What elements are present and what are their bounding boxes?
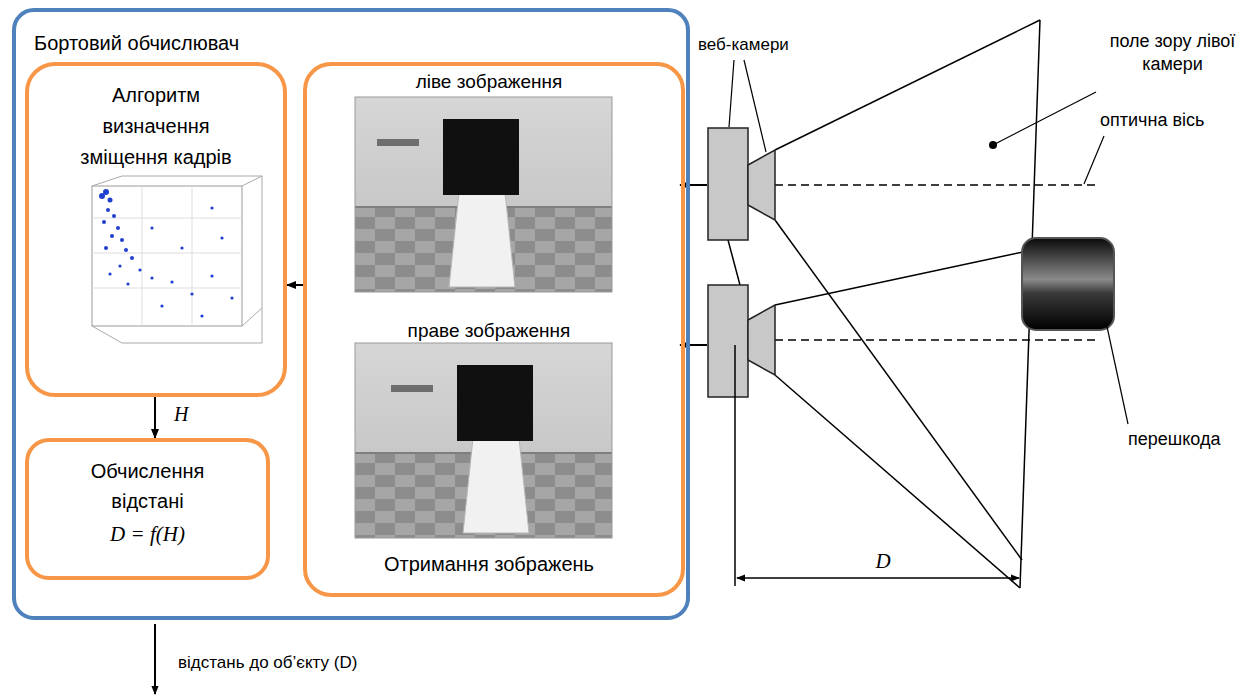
optical-axis bbox=[775, 184, 1100, 186]
svg-part bbox=[230, 296, 233, 299]
leader-line bbox=[1084, 136, 1104, 184]
svg-part bbox=[150, 276, 153, 279]
svg-part bbox=[160, 304, 163, 307]
callout-label: веб-камери bbox=[698, 34, 828, 55]
photo-panel bbox=[377, 139, 419, 146]
view-ray bbox=[775, 250, 1032, 305]
svg-part bbox=[118, 264, 121, 267]
view-ray bbox=[775, 220, 1022, 560]
leader-line bbox=[729, 60, 734, 127]
plot-grid bbox=[92, 186, 242, 326]
photo-panel bbox=[391, 385, 433, 392]
leader-line bbox=[1106, 322, 1128, 424]
photo-cube bbox=[457, 365, 533, 441]
svg-part bbox=[110, 234, 114, 238]
camera-lens bbox=[748, 150, 775, 220]
box-text: Отримання зображень bbox=[303, 551, 675, 577]
svg-part bbox=[170, 280, 173, 283]
box-text: D = f(H) bbox=[55, 520, 240, 548]
photo-cube bbox=[443, 119, 519, 195]
process-box: Обчислення відстані D = f(H) bbox=[25, 438, 270, 580]
output-label: відстань до об’єкту (D) bbox=[178, 652, 478, 673]
callout-label: перешкода bbox=[1128, 428, 1248, 451]
svg-part bbox=[112, 214, 116, 218]
plot-grid bbox=[92, 176, 262, 343]
image-box: ліве зображення праве зображенняОтримання… bbox=[303, 62, 685, 597]
svg-part bbox=[124, 248, 128, 252]
photo-stand bbox=[449, 192, 515, 287]
flow-arrow bbox=[154, 397, 156, 438]
camera-body bbox=[708, 128, 748, 240]
dimension-tick bbox=[734, 345, 736, 586]
leader-line bbox=[993, 92, 1096, 145]
right-photo bbox=[355, 343, 612, 538]
camera-lens bbox=[748, 305, 775, 375]
camera-mount bbox=[728, 240, 740, 285]
svg-part bbox=[104, 246, 108, 250]
svg-part bbox=[150, 226, 153, 229]
left-photo bbox=[355, 97, 612, 292]
svg-part bbox=[108, 198, 113, 203]
svg-part bbox=[103, 189, 109, 195]
svg-part bbox=[108, 272, 111, 275]
svg-part bbox=[220, 236, 223, 239]
photo-stand bbox=[463, 438, 529, 533]
svg-part bbox=[200, 314, 203, 317]
plot-points bbox=[99, 189, 234, 318]
box-text: Обчислення відстані bbox=[55, 456, 240, 516]
box-text: ліве зображення bbox=[303, 70, 675, 94]
dimension-line bbox=[737, 577, 1019, 579]
optical-axis bbox=[775, 339, 1100, 341]
svg-part bbox=[116, 226, 120, 230]
edge-label: H bbox=[172, 402, 190, 427]
svg-part bbox=[106, 208, 110, 212]
output-arrow bbox=[154, 624, 156, 694]
svg-part bbox=[190, 292, 193, 295]
svg-part bbox=[126, 282, 129, 285]
svg-part bbox=[102, 220, 106, 224]
svg-part bbox=[180, 246, 183, 249]
view-ray bbox=[775, 375, 1020, 588]
callout-label: оптична вісь bbox=[1100, 109, 1230, 132]
svg-part bbox=[130, 256, 134, 260]
box-text: праве зображення bbox=[303, 319, 675, 343]
photo-frame bbox=[355, 343, 612, 538]
obstacle bbox=[1022, 238, 1114, 330]
leader-line bbox=[744, 60, 766, 152]
svg-part bbox=[120, 238, 124, 242]
dimension-label: D bbox=[868, 548, 898, 574]
view-ray bbox=[775, 20, 1040, 150]
svg-part bbox=[210, 206, 213, 209]
photo-wall bbox=[355, 343, 612, 538]
callout-label: поле зору лівої камери bbox=[1100, 30, 1245, 75]
svg-part bbox=[138, 268, 141, 271]
panel-title: Бортовий обчислювач bbox=[34, 30, 354, 56]
signal-arrow bbox=[680, 344, 707, 346]
box-text: Алгоритм визначення зміщення кадрів bbox=[66, 80, 246, 173]
flow-arrow bbox=[287, 284, 303, 286]
algorithm-box: Алгоритм визначення зміщення кадрів bbox=[25, 62, 287, 397]
computer-panel: Алгоритм визначення зміщення кадрівОбчис… bbox=[12, 8, 690, 620]
svg-part bbox=[210, 274, 213, 277]
camera-body bbox=[708, 285, 748, 397]
signal-arrow bbox=[680, 184, 707, 186]
photo-frame bbox=[355, 97, 612, 292]
plot-frame bbox=[92, 186, 242, 326]
photo-wall bbox=[355, 97, 612, 292]
plot-3d bbox=[92, 176, 262, 343]
